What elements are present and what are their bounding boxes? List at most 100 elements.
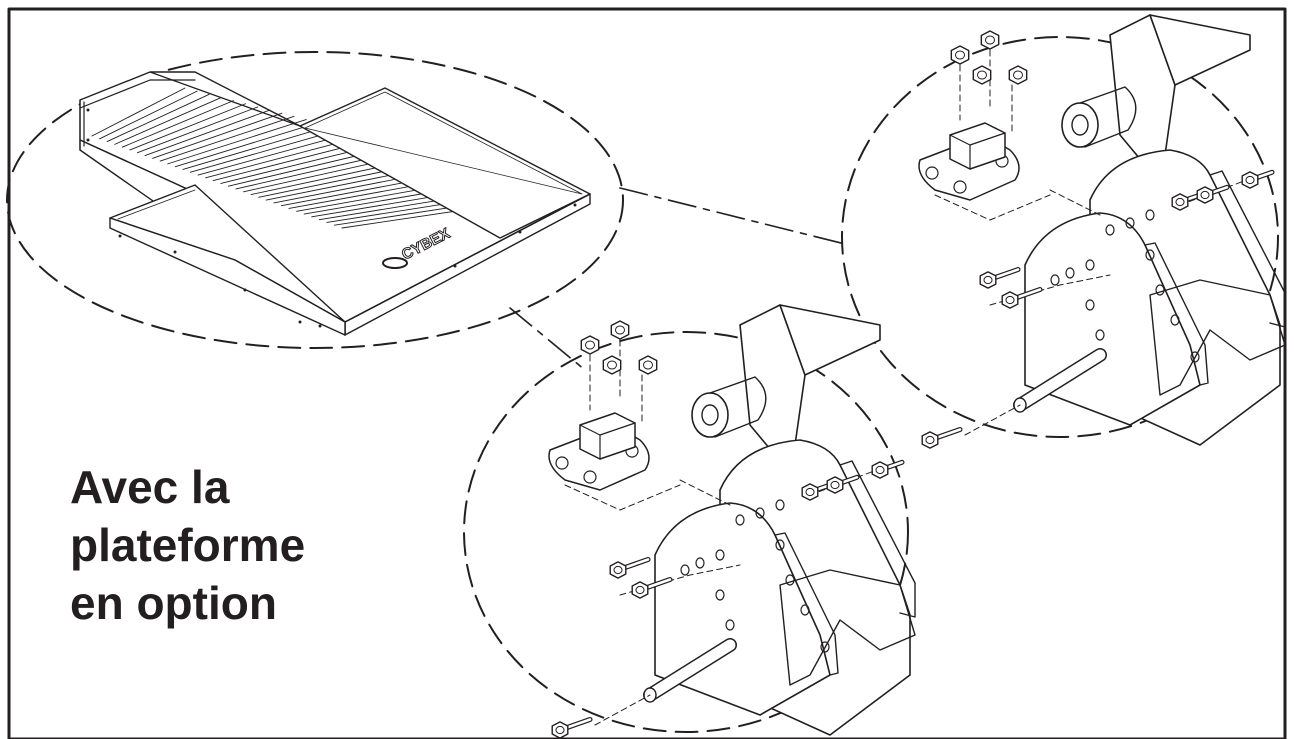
deck-rib	[129, 103, 247, 151]
deck-rib	[152, 112, 283, 159]
hex-nut-body	[871, 461, 889, 479]
lower-callout-circle	[463, 331, 909, 733]
plate-hole	[680, 564, 690, 576]
main-plate-edge	[1209, 170, 1286, 328]
roller-wheel	[1061, 102, 1099, 148]
hex-bolt	[551, 717, 593, 739]
alignment-line	[594, 694, 651, 726]
hex-nut-body	[801, 483, 819, 501]
left-front-panel	[109, 184, 346, 336]
roller-wheel	[691, 392, 729, 438]
hex-nut	[1196, 186, 1214, 204]
deck-rib	[182, 125, 331, 170]
clamp-hole	[925, 166, 939, 180]
hex-nut-body	[826, 476, 844, 494]
hex-nut-body	[1008, 65, 1028, 85]
plate-hole	[1085, 259, 1095, 271]
hex-bolt	[826, 474, 860, 494]
plate-hole	[800, 604, 810, 616]
plate-hole	[715, 549, 725, 561]
hex-nut	[551, 721, 569, 739]
hex-nut-hole	[555, 725, 565, 735]
plate-hole	[775, 499, 785, 511]
deck-rib	[91, 87, 186, 137]
hex-nut-body	[631, 581, 649, 599]
hex-nut-hole	[875, 465, 885, 475]
deck-rib	[174, 122, 319, 168]
hex-bolt	[1196, 184, 1230, 204]
hex-nut	[609, 561, 627, 579]
plate-hole	[1190, 351, 1200, 363]
deck-rib	[167, 119, 307, 165]
leader-line-upper	[619, 187, 846, 245]
deck-frame-rails	[79, 71, 301, 151]
plate-hole	[755, 507, 765, 519]
hex-nut	[1171, 193, 1189, 211]
plate-hole	[1155, 284, 1165, 296]
hex-nut-hole	[1245, 175, 1255, 185]
hex-nut	[950, 45, 970, 65]
hex-bolt	[1001, 287, 1043, 309]
plate-hole	[820, 641, 830, 653]
hex-nut-body	[609, 561, 627, 579]
hex-nut-hole	[1013, 70, 1023, 80]
hex-nut	[602, 355, 622, 375]
plate-hole	[735, 514, 745, 526]
plate-hole	[1050, 274, 1060, 286]
hex-nut-hole	[977, 70, 987, 80]
hex-bolt	[1241, 169, 1275, 189]
bracket-assembly-lower	[548, 304, 916, 739]
frame-rivets	[86, 108, 577, 328]
deck-rib	[114, 97, 222, 145]
hex-nut	[871, 461, 889, 479]
hex-nut-hole	[925, 435, 935, 445]
hex-nut-body	[1001, 291, 1019, 309]
hex-nut-body	[1171, 193, 1189, 211]
deck-rib	[137, 106, 259, 154]
optional-platform-caption: Avec la plateforme en option	[70, 458, 400, 632]
caption-line-2: plateforme	[70, 519, 306, 571]
hex-nut-body	[580, 335, 600, 355]
axle-rod-inner	[1014, 349, 1106, 411]
hex-nut	[1001, 291, 1019, 309]
deck-rib	[144, 109, 271, 156]
plate-hole	[1085, 299, 1095, 311]
clamp-hole	[953, 180, 967, 194]
plate-hole	[1105, 224, 1115, 236]
hex-nut-body	[972, 65, 992, 85]
hex-nut	[921, 431, 939, 449]
caption-line-3: en option	[70, 577, 277, 629]
plate-hole	[1095, 329, 1105, 341]
lower-frame	[779, 569, 916, 686]
tower-top-flange	[1149, 14, 1251, 86]
plate-hole	[725, 619, 735, 631]
deck-rib	[106, 93, 210, 143]
bracket-assembly-upper	[918, 14, 1286, 449]
platform-callout-circle	[6, 51, 624, 349]
plate-hole	[1170, 314, 1180, 326]
plate-hole	[715, 589, 725, 601]
hex-nut-hole	[643, 360, 653, 370]
axle-rod-inner	[644, 639, 736, 701]
alignment-line	[964, 404, 1021, 436]
hex-nut-hole	[955, 50, 965, 60]
hex-nut-hole	[830, 480, 840, 490]
platform-detail: CYBEX	[6, 51, 624, 349]
hex-nut-hole	[585, 340, 595, 350]
hex-nut	[979, 271, 997, 289]
hex-bolt	[631, 577, 673, 599]
roller-hub	[1071, 114, 1089, 136]
hex-nut	[1241, 171, 1259, 189]
front-plate-edge	[774, 532, 839, 676]
hex-bolt	[921, 427, 963, 449]
plate-hole	[775, 539, 785, 551]
hex-nut-body	[1241, 171, 1259, 189]
hex-nut-hole	[805, 487, 815, 497]
deck-rib	[121, 100, 234, 148]
hex-nut-hole	[615, 325, 625, 335]
plate-hole	[1145, 209, 1155, 221]
hex-nut-hole	[607, 360, 617, 370]
plate-hole	[785, 574, 795, 586]
deck-rib	[99, 90, 198, 140]
